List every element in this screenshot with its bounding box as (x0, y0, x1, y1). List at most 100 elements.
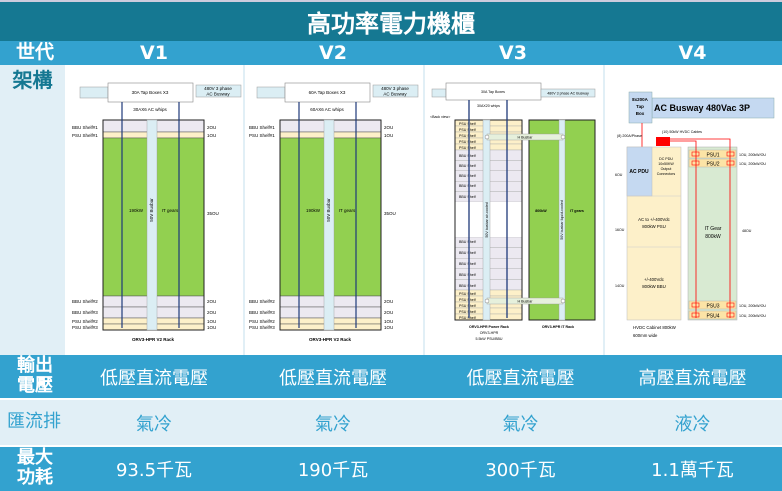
svg-text:BBU Shelf: BBU Shelf (459, 251, 476, 255)
svg-text:IT gears: IT gears (339, 208, 356, 213)
svg-text:1OU: 1OU (384, 319, 393, 324)
svg-text:2OU: 2OU (384, 310, 393, 315)
busbar-v3: 氣冷 (502, 413, 539, 435)
generation-row (0, 41, 782, 65)
svg-text:AC Busway: AC Busway (206, 92, 230, 97)
svg-text:PSU Shelf: PSU Shelf (459, 292, 476, 296)
voltage-v4: 高壓直流電壓 (638, 367, 747, 389)
svg-text:BBU Shelf: BBU Shelf (459, 174, 476, 178)
svg-text:(8) 200A/Phase: (8) 200A/Phase (617, 134, 642, 138)
svg-text:Connectors: Connectors (657, 172, 676, 176)
svg-text:35OU: 35OU (207, 211, 219, 216)
svg-text:PSU Shelf: PSU Shelf (459, 128, 476, 132)
svg-text:PSU3: PSU3 (706, 304, 719, 310)
svg-text:50V busbar air-cooled: 50V busbar air-cooled (485, 202, 489, 237)
svg-text:Box: Box (636, 111, 645, 116)
svg-text:AC Busway: AC Busway (383, 92, 407, 97)
voltage-v3: 低壓直流電壓 (466, 367, 575, 389)
v1-diagram: 30A Tap Boxes X3 480V 3 phase AC Busway … (72, 82, 242, 342)
svg-text:1OU, 200kW/OU: 1OU, 200kW/OU (739, 162, 766, 166)
svg-text:30AX20 whips: 30AX20 whips (477, 104, 500, 108)
svg-text:190kW: 190kW (129, 208, 144, 213)
busbar-label: 匯流排 (7, 411, 61, 433)
svg-text:480V 3 phase AC Busway: 480V 3 phase AC Busway (547, 92, 589, 96)
svg-text:ORV3-HPR V2 Rack: ORV3-HPR V2 Rack (132, 337, 174, 342)
busbar-v2: 氣冷 (315, 413, 351, 435)
svg-text:PSU Shelf: PSU Shelf (459, 122, 476, 126)
svg-text:BBU Shelf: BBU Shelf (459, 240, 476, 244)
svg-text:800kW BBU: 800kW BBU (642, 284, 665, 289)
power-v1: 93.5千瓦 (115, 460, 193, 481)
hvdc-connector (656, 137, 670, 146)
svg-text:BBU Shelf: BBU Shelf (459, 195, 476, 199)
svg-text:PSU2: PSU2 (706, 162, 719, 168)
generation-label: 世代 (15, 41, 54, 64)
voltage-v1: 低壓直流電壓 (100, 367, 208, 389)
v2-diagram: 60A Tap Boxes X3 480V 3 phase AC Busway … (249, 82, 419, 342)
busbar (323, 119, 335, 331)
svg-text:30A Tap Boxes: 30A Tap Boxes (481, 90, 505, 94)
svg-text:800kW: 800kW (705, 234, 721, 240)
gen-v4: V4 (678, 42, 707, 64)
svg-text:PSU4: PSU4 (706, 314, 719, 320)
svg-text:480V 3 phase: 480V 3 phase (381, 86, 409, 91)
svg-text:14OU: 14OU (615, 284, 625, 288)
page-title: 高功率電力機櫃 (0, 0, 782, 41)
svg-text:BBU Shelf: BBU Shelf (459, 164, 476, 168)
svg-text:2OU: 2OU (207, 310, 216, 315)
label-line: 電壓 (17, 375, 53, 396)
svg-text:PSU Shelf: PSU Shelf (459, 310, 476, 314)
svg-text:HVDC Cabinet 800kW: HVDC Cabinet 800kW (633, 325, 677, 330)
svg-text:BBU Shelf: BBU Shelf (459, 284, 476, 288)
svg-text:PSU Shelf: PSU Shelf (459, 298, 476, 302)
svg-text:<Back view>: <Back view> (430, 115, 450, 119)
svg-text:DC PDU: DC PDU (659, 157, 673, 161)
svg-text:PSU Shelf#2: PSU Shelf#2 (72, 319, 98, 324)
busbar-row (0, 400, 782, 445)
svg-text:1OU: 1OU (384, 133, 393, 138)
svg-text:30AX6 AC whips: 30AX6 AC whips (133, 107, 167, 112)
divider (423, 65, 425, 355)
svg-text:1OU: 1OU (207, 325, 216, 330)
power-v4: 1.1萬千瓦 (651, 460, 734, 481)
svg-text:1OU: 1OU (207, 319, 216, 324)
svg-text:PSU Shelf: PSU Shelf (459, 140, 476, 144)
svg-text:IT gears: IT gears (570, 209, 584, 213)
svg-text:PSU Shelf#1: PSU Shelf#1 (72, 133, 98, 138)
svg-text:6OU: 6OU (615, 173, 623, 177)
max-power-label: 最大功耗 (0, 448, 70, 488)
max-power-row (0, 447, 782, 491)
svg-text:ORV3-HPR V2 Rack: ORV3-HPR V2 Rack (309, 337, 351, 342)
svg-text:PSU Shelf: PSU Shelf (459, 316, 476, 320)
svg-text:50V Busbar: 50V Busbar (149, 198, 154, 222)
svg-text:(10) 50kW HVDC Cables: (10) 50kW HVDC Cables (662, 130, 702, 134)
svg-text:BBU Shelf: BBU Shelf (459, 184, 476, 188)
tap-box (284, 82, 371, 103)
svg-text:8x200A: 8x200A (632, 97, 649, 102)
svg-text:BBU Shelf#2: BBU Shelf#2 (72, 299, 98, 304)
svg-text:BBU Shelf: BBU Shelf (459, 273, 476, 277)
svg-text:ORV3-HPR IT Rack: ORV3-HPR IT Rack (542, 325, 574, 329)
svg-text:480V 3 phase: 480V 3 phase (204, 86, 232, 91)
svg-text:+/-400Vdc: +/-400Vdc (644, 277, 665, 282)
output-voltage-row (0, 355, 782, 398)
svg-text:BBU Shelf#1: BBU Shelf#1 (72, 125, 98, 130)
svg-text:PSU Shelf#1: PSU Shelf#1 (249, 133, 275, 138)
svg-text:2OU: 2OU (384, 125, 393, 130)
gen-v3: V3 (499, 42, 527, 64)
svg-text:600mm wide: 600mm wide (633, 333, 658, 338)
v4-diagram: AC Busway 480Vac 3P 8x200A Tap Box (8) 2… (615, 91, 775, 338)
svg-text:48OU: 48OU (742, 229, 752, 233)
svg-text:PSU Shelf#3: PSU Shelf#3 (72, 325, 98, 330)
svg-text:BBU Shelf#1: BBU Shelf#1 (249, 125, 275, 130)
svg-text:5.5kW PSU/BBU: 5.5kW PSU/BBU (476, 337, 503, 341)
svg-text:50V busbar liquid-cooled: 50V busbar liquid-cooled (560, 200, 564, 240)
svg-text:Output: Output (661, 167, 672, 171)
svg-text:60A Tap Boxes X3: 60A Tap Boxes X3 (309, 90, 346, 95)
voltage-v2: 低壓直流電壓 (279, 367, 387, 389)
svg-text:800kW PSU: 800kW PSU (642, 224, 665, 229)
svg-text:AC to +/-400Vdc: AC to +/-400Vdc (638, 217, 670, 222)
svg-text:10x50KW: 10x50KW (658, 162, 674, 166)
svg-text:2OU: 2OU (207, 299, 216, 304)
gen-v1: V1 (140, 42, 168, 64)
